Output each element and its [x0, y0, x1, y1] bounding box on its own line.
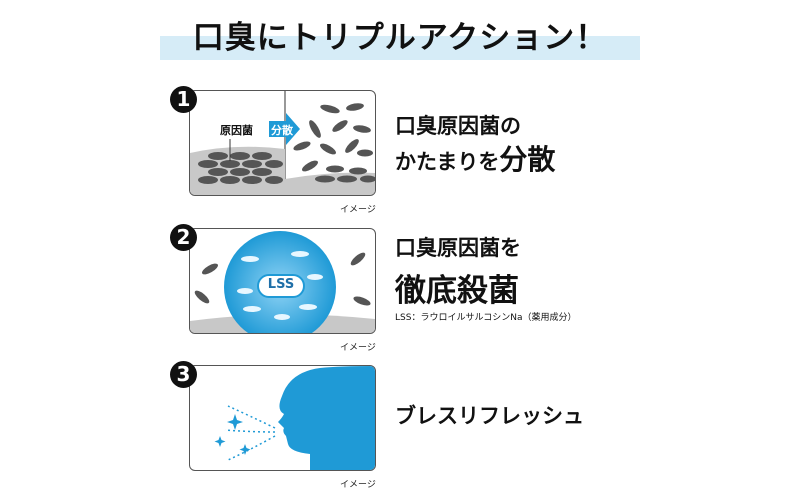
sterilization-graphic [190, 231, 375, 333]
step-2-line2: 徹底殺菌 [395, 273, 519, 309]
image-caption-2: イメージ [340, 343, 376, 353]
step-2-text: 口臭原因菌を 徹底殺菌 LSS：ラウロイルサルコシンNa（薬用成分） [395, 232, 577, 323]
lss-note: LSS：ラウロイルサルコシンNa（薬用成分） [395, 313, 577, 323]
step-number-1: 1 [170, 86, 197, 113]
step-3-text: ブレスリフレッシュ [395, 404, 584, 428]
sterilization-illustration: LSS [189, 228, 376, 334]
lss-badge: LSS [267, 277, 295, 292]
step-number-2: 2 [170, 224, 197, 251]
page-title: 口臭にトリプルアクション！ [192, 20, 608, 56]
dispersion-illustration: 原因菌 分散 [189, 90, 376, 196]
step-1-line2b: 分散 [499, 143, 556, 176]
dispersion-graphic [190, 91, 375, 195]
disperse-arrow-label: 分散 [271, 124, 293, 137]
title-highlight [160, 36, 640, 60]
step-1-line1: 口臭原因菌の [395, 114, 521, 138]
image-caption-1: イメージ [340, 205, 376, 215]
step-2-line1: 口臭原因菌を [395, 236, 521, 260]
step-1-text: 口臭原因菌の かたまりを分散 [395, 110, 555, 179]
step-number-3: 3 [170, 361, 197, 388]
step-1-line2a: かたまりを [395, 150, 500, 174]
breath-illustration [189, 365, 376, 471]
head-profile-graphic [214, 366, 375, 470]
bacteria-label: 原因菌 [220, 124, 253, 137]
image-caption-3: イメージ [340, 480, 376, 490]
